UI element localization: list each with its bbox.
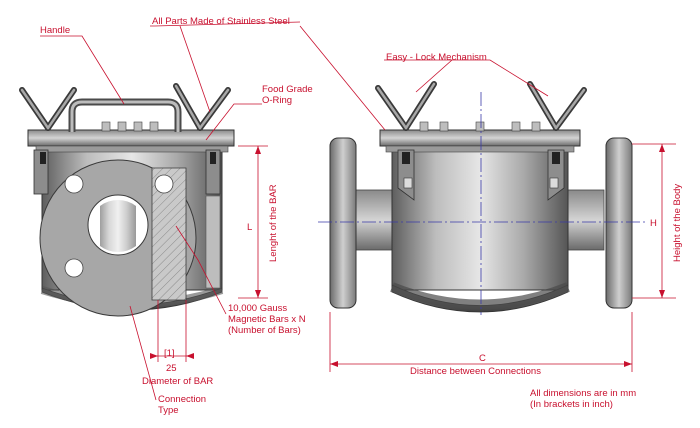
handle-label: Handle xyxy=(40,25,71,36)
front-pipe-right xyxy=(567,189,605,251)
length-bar-label: Lenght of the BAR xyxy=(268,184,279,262)
flange-bolt-holes xyxy=(64,174,174,278)
annotation-lines xyxy=(40,21,676,401)
connection-line1: Connection xyxy=(158,394,207,405)
gauss-line2: Magnetic Bars x N xyxy=(228,314,306,325)
side-view xyxy=(19,83,235,317)
food-grade-line2: O-Ring xyxy=(262,95,293,106)
gauss-line3: (Number of Bars) xyxy=(228,325,301,336)
front-flange-right xyxy=(605,137,633,309)
side-lock-levers-left xyxy=(19,87,77,131)
connection-type-label: Connection Type xyxy=(158,394,206,416)
front-top-plate xyxy=(379,129,581,147)
dimensions-note: All dimensions are in mm (In brackets in… xyxy=(530,388,636,410)
distance-connections-label: Distance between Connections xyxy=(410,366,541,377)
note-line1: All dimensions are in mm xyxy=(530,388,637,399)
front-body xyxy=(391,139,569,291)
dim-H-label: H xyxy=(650,218,657,229)
front-studs xyxy=(419,121,541,132)
front-view xyxy=(318,81,648,315)
note-line2: (In brackets in inch) xyxy=(530,399,613,410)
side-studs xyxy=(101,121,159,132)
bar-mm-label: 25 xyxy=(166,363,177,374)
food-grade-line1: Food Grade xyxy=(262,84,313,95)
front-pipe-left xyxy=(355,189,393,251)
front-flange-left xyxy=(329,137,357,309)
all-parts-label: All Parts Made of Stainless Steel xyxy=(152,16,290,27)
diameter-bar-label: Diameter of BAR xyxy=(142,376,214,387)
connection-line2: Type xyxy=(158,405,179,416)
gauss-line1: 10,000 Gauss xyxy=(228,303,288,314)
magnetic-bars-label: 10,000 Gauss Magnetic Bars x N (Number o… xyxy=(228,303,306,336)
dimension-arrows xyxy=(150,144,665,367)
dim-C-label: C xyxy=(479,353,486,364)
bar-inch-label: [1] xyxy=(164,348,175,359)
food-grade-label: Food Grade O-Ring xyxy=(262,84,313,106)
side-clamp-right xyxy=(205,149,221,195)
side-top-plate xyxy=(27,129,235,147)
front-clamps xyxy=(397,149,565,201)
dim-L-label: L xyxy=(247,222,253,233)
easy-lock-label: Easy - Lock Mechanism xyxy=(386,52,487,63)
height-body-label: Height of the Body xyxy=(672,183,683,262)
